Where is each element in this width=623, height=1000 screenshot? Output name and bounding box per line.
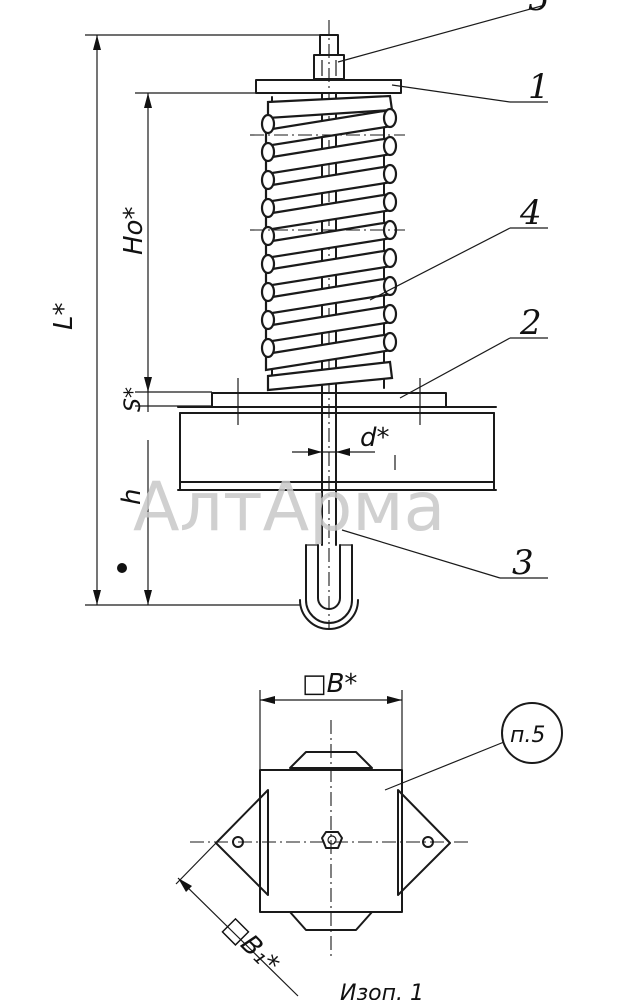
total-length-label: L* xyxy=(49,303,79,331)
spring xyxy=(250,94,405,392)
free-height-dimension: Hо* xyxy=(119,92,258,393)
plate-thickness-label: S* xyxy=(121,387,146,412)
callouts: 5 1 4 2 3 xyxy=(337,0,550,583)
total-length-dimension: L* xyxy=(49,34,325,606)
bore-dimension: d* xyxy=(292,423,390,456)
beam-height-label: h xyxy=(117,489,147,505)
plate-side-label: □B* xyxy=(302,669,357,699)
view-label: Изоп. 1 xyxy=(340,981,424,1000)
callout-spring: 4 xyxy=(519,193,542,233)
plan-view xyxy=(190,720,470,960)
watermark: АлтАрма xyxy=(133,468,445,547)
beam xyxy=(177,406,497,491)
callout-hook: 3 xyxy=(512,543,534,583)
bore-label: d* xyxy=(360,423,390,453)
callout-nut: 5 xyxy=(528,0,550,19)
callout-top-plate: 1 xyxy=(528,67,550,107)
hook xyxy=(299,544,359,630)
beam-height-dimension: h xyxy=(117,440,152,605)
note-label: п.5 xyxy=(510,723,545,748)
plate-diag-dimension: □B₁* xyxy=(175,842,299,997)
plate-side-dimension: □B* xyxy=(259,669,403,770)
free-height-label: Hо* xyxy=(119,207,149,255)
plate-diag-label: □B₁* xyxy=(217,912,285,980)
callout-bottom-plate: 2 xyxy=(519,303,542,343)
scan-speck xyxy=(117,563,127,573)
note-callout: п.5 xyxy=(384,702,563,791)
